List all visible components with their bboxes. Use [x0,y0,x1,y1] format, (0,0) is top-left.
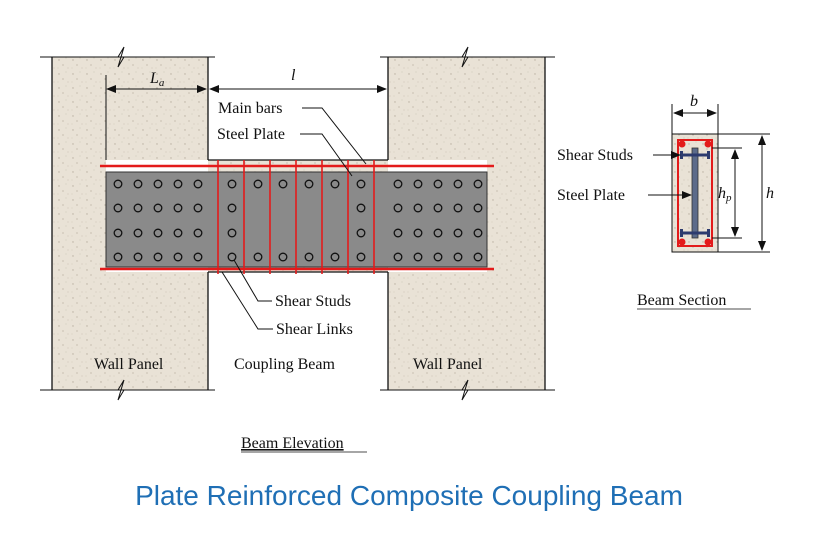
shear-links-label: Shear Links [276,321,353,338]
shear-stud [433,179,443,189]
shear-stud [433,203,443,213]
steel-plate-label-top: Steel Plate [217,126,285,143]
shear-stud [453,203,463,213]
shear-stud [173,203,183,213]
shear-stud [173,179,183,189]
coupling-beam-label: Coupling Beam [234,356,335,373]
shear-stud [413,252,423,262]
shear-stud [227,252,237,262]
shear-stud [153,179,163,189]
shear-stud [393,228,403,238]
shear-stud [227,228,237,238]
wall-panel-right-label: Wall Panel [413,356,483,373]
shear-stud [413,203,423,213]
l-label: l [291,67,296,84]
shear-stud [133,228,143,238]
main-bars-label: Main bars [218,100,282,117]
hp-subscript: p [725,192,732,204]
shear-stud [113,228,123,238]
shear-stud [193,203,203,213]
shear-studs [113,179,483,262]
shear-stud [278,179,288,189]
svg-text:hp: hp [718,185,732,204]
la-subscript: a [159,77,165,89]
shear-stud [453,252,463,262]
figure-caption: Plate Reinforced Composite Coupling Beam [135,480,683,511]
shear-stud [227,179,237,189]
shear-stud [153,228,163,238]
shear-stud [393,179,403,189]
wall-panel-right-shape [380,46,555,401]
shear-stud [433,252,443,262]
shear-stud [413,228,423,238]
shear-stud [193,179,203,189]
shear-studs-section-label: Shear Studs [557,147,633,164]
shear-stud [473,228,483,238]
shear-stud [473,179,483,189]
dimension-h: h [718,133,774,253]
b-label: b [690,93,698,110]
shear-stud [330,252,340,262]
shear-stud [356,203,366,213]
shear-stud [153,203,163,213]
shear-stud [356,228,366,238]
svg-text:La: La [149,70,165,89]
wall-panel-left-label: Wall Panel [94,356,164,373]
shear-stud [227,203,237,213]
shear-stud [193,228,203,238]
shear-stud [473,252,483,262]
shear-stud [433,228,443,238]
shear-stud [113,252,123,262]
shear-stud [356,179,366,189]
shear-stud [304,179,314,189]
shear-stud [133,252,143,262]
steel-plate-section-label: Steel Plate [557,187,625,204]
shear-stud [133,203,143,213]
la-label: L [149,70,159,87]
beam-section [671,133,719,253]
shear-stud [173,228,183,238]
shear-stud [356,252,366,262]
dimension-l: l [209,67,387,93]
dimension-b: b [671,93,719,134]
shear-stud [393,252,403,262]
shear-stud [393,203,403,213]
shear-stud [133,179,143,189]
shear-stud [413,179,423,189]
dimension-la: La [105,70,207,160]
shear-stud [173,252,183,262]
h-label: h [766,185,774,202]
shear-studs-label: Shear Studs [275,293,351,310]
shear-stud [193,252,203,262]
shear-stud [253,179,263,189]
shear-stud [113,179,123,189]
shear-stud [304,252,314,262]
beam-elevation-title: Beam Elevation [241,435,344,452]
wall-panel-left-shape [40,46,215,401]
shear-stud [453,179,463,189]
shear-stud [330,179,340,189]
hp-label: h [718,185,726,202]
shear-stud [113,203,123,213]
shear-stud [473,203,483,213]
shear-links [217,160,375,274]
shear-stud [453,228,463,238]
shear-stud [278,252,288,262]
shear-stud [253,252,263,262]
beam-section-title: Beam Section [637,292,726,309]
dimension-hp: hp [712,147,742,239]
shear-stud [153,252,163,262]
